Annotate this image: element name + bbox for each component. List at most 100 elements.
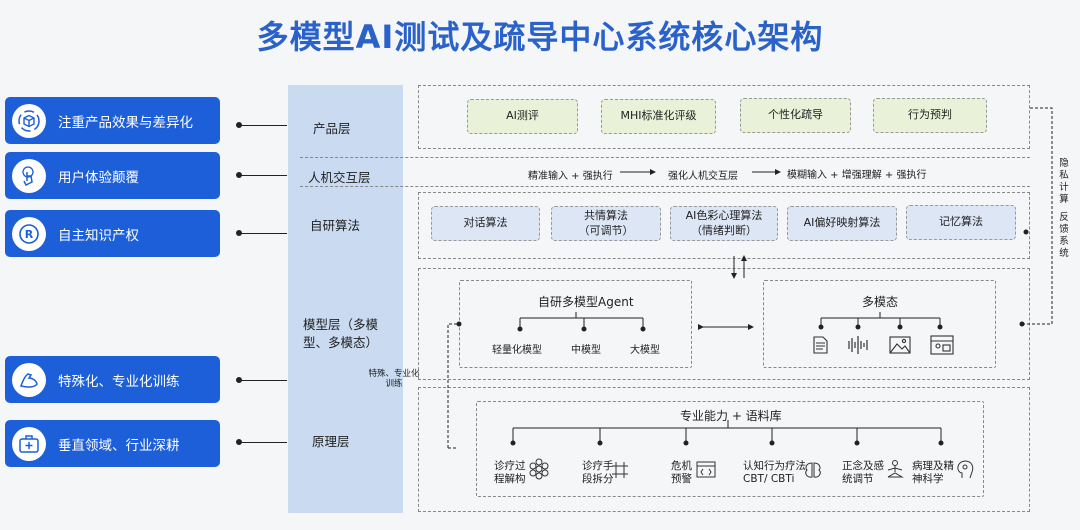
page-title: 多模型AI测试及疏导中心系统核心架构 [256,18,824,56]
tree-node [510,440,516,446]
tree-node [456,321,462,327]
feature-card-label: 自主知识产权 [58,227,139,244]
svg-text:R: R [25,228,34,241]
expertise-line: 诊疗手 [582,460,614,472]
multimodal-box [763,280,996,368]
expertise-item: 危机预警 [671,460,692,486]
multimodal-tree-lines [820,312,941,326]
document-icon [813,336,828,354]
flower-network-icon [529,458,549,480]
agent-tree-lines [519,312,644,328]
hci-flow-step: 强化人机交互层 [668,171,738,182]
expertise-line: 神科学 [912,473,944,486]
product-item: 个性化疏导 [740,98,851,133]
feature-card-ux: 用户体验颠覆 [5,152,220,199]
expertise-item: 病理及精神科学 [912,460,954,486]
expertise-line: 病理及精 [912,460,954,472]
tree-node [1023,229,1029,235]
agent-title: 自研多模型Agent [538,295,634,309]
muscle-arm-icon [12,362,46,397]
hci-bottom-rule [300,186,1030,187]
special-training-label: 特殊、专业化训练 [368,369,420,390]
algorithm-item: 对话算法 [431,206,540,241]
tree-node [818,324,824,330]
feature-card-vertical: 垂直领域、行业深耕 [5,420,220,467]
multimodal-title: 多模态 [862,295,899,309]
algorithm-name: AI偏好映射算法 [803,216,881,230]
algorithm-layer-frame [418,192,1030,259]
algorithm-item: AI偏好映射算法 [787,206,897,241]
image-icon [889,336,911,354]
expertise-item: 正念及感统调节 [842,460,884,486]
expertise-line: 正念及感 [842,460,884,472]
expertise-line: 诊疗过 [494,460,526,472]
meditation-icon [887,460,904,478]
tree-node [897,324,903,330]
tree-node [640,326,646,332]
feature-card-label: 用户体验颠覆 [58,169,139,186]
split-grid-icon [612,462,628,478]
registered-icon: R [12,216,46,251]
expertise-box [476,401,984,497]
connector-line [239,380,287,381]
feature-card-label: 特殊化、专业化训练 [58,373,180,390]
hci-flow-step: 模糊输入 + 增强理解 + 强执行 [787,170,927,181]
tree-node [581,326,587,332]
connector-line [239,442,287,443]
expertise-line: 危机 [671,460,692,472]
connector-line [239,175,287,176]
expertise-line: 程解构 [494,473,526,486]
tree-node [854,440,860,446]
cube-cycle-icon [12,103,46,138]
tree-node [855,324,861,330]
brain-icon [805,462,821,478]
expertise-line: 认知行为疗法 [743,460,806,472]
agent-model: 大模型 [630,345,660,356]
expertise-line: 段拆分 [582,473,614,486]
feature-card-differentiation: 注重产品效果与差异化 [5,97,220,144]
feature-card-label: 垂直领域、行业深耕 [58,437,180,454]
layer-label-principle: 原理层 [312,434,350,449]
medical-kit-icon [12,426,46,461]
feature-card-label: 注重产品效果与差异化 [58,114,193,131]
algorithm-name: 记忆算法 [939,215,983,229]
connector-line [239,233,287,234]
layer-label-algo: 自研算法 [310,218,361,233]
layer-label-hci: 人机交互层 [308,170,371,185]
tree-node [937,324,943,330]
algorithm-item: 记忆算法 [906,205,1016,240]
product-item: AI测评 [467,99,578,134]
algorithm-name: 对话算法 [463,216,508,230]
expertise-tree-lines [512,420,942,442]
tree-node [517,326,523,332]
product-item: 行为预判 [873,98,987,133]
training-loop-line [447,323,458,449]
tree-node [597,440,603,446]
feature-card-training: 特殊化、专业化训练 [5,356,220,403]
product-layer-frame [418,85,1030,149]
audio-wave-icon [848,336,868,354]
layer-label-band [288,85,403,513]
connector-line [239,125,287,126]
expertise-title: 专业能力 + 语料库 [680,409,782,423]
privacy-computing-label: 隐私计算 [1059,158,1069,205]
agent-model: 轻量化模型 [492,345,542,356]
expertise-item: 诊疗过程解构 [494,460,526,486]
expertise-line: 预警 [671,473,692,486]
algorithm-note: （可调节） [578,223,634,237]
tree-node [683,440,689,446]
algorithm-name: AI色彩心理算法 [685,209,763,223]
agent-model: 中模型 [571,345,601,356]
hci-top-rule [300,157,1030,158]
tree-node [938,440,944,446]
hci-flow-step: 精准输入 + 强执行 [528,171,613,182]
product-item: MHI标准化评级 [601,99,716,134]
expertise-line: CBT/ CBTi [743,473,795,486]
feature-card-ip: R 自主知识产权 [5,210,220,257]
feedback-system-label: 反馈系统 [1059,212,1069,259]
tree-node [769,440,775,446]
layer-label-model: 模型层（多模型、多模态） [303,317,379,351]
touch-hand-icon [12,158,46,193]
